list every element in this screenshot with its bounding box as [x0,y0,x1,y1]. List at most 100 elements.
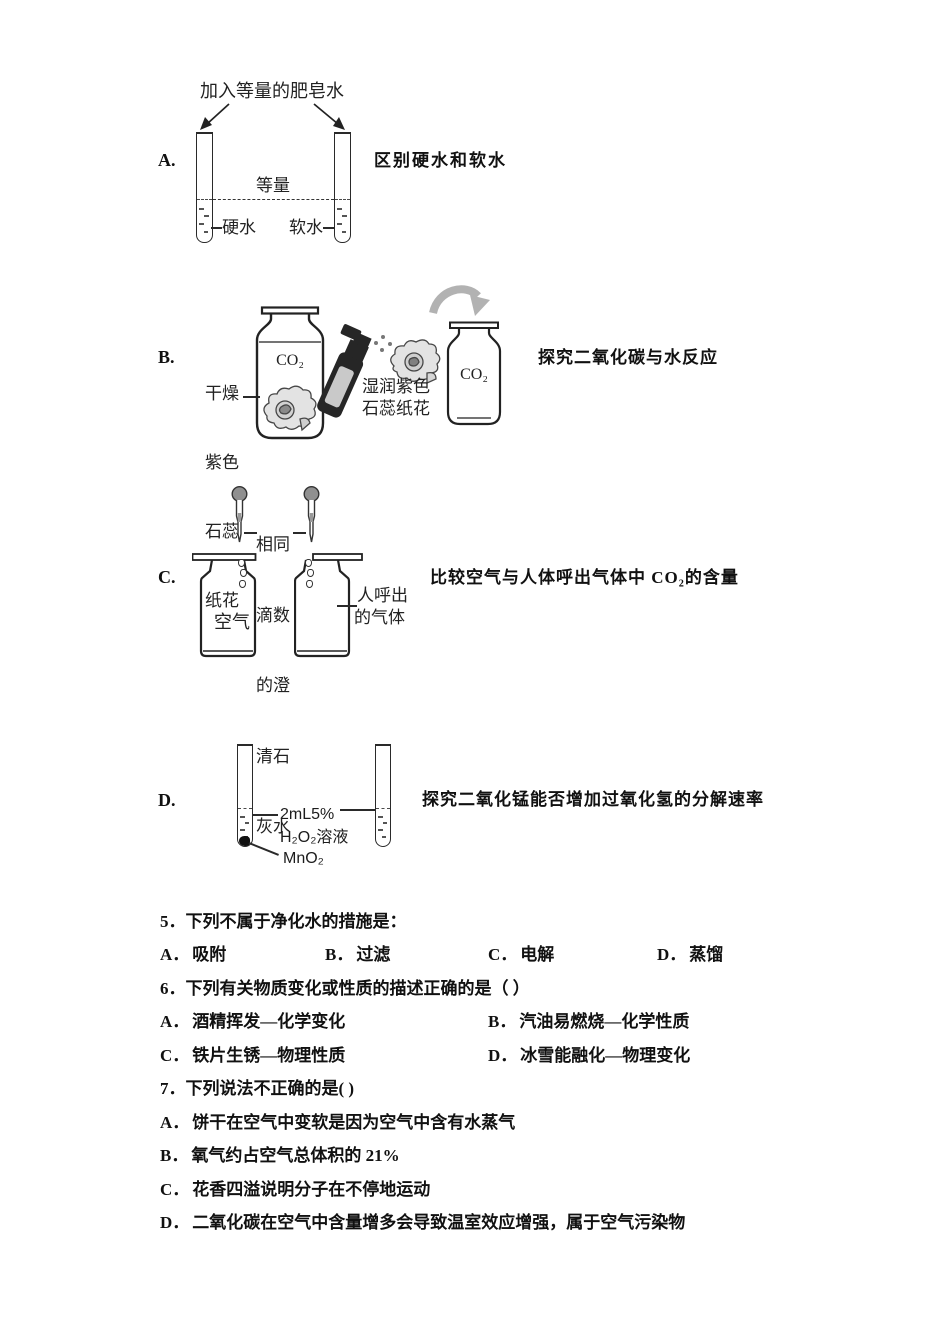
choice-label: A． [160,945,190,964]
choice-text: 过滤 [356,945,391,964]
mno2-powder [238,835,250,846]
option-a-label: A. [158,150,176,170]
choice-label: C． [160,1180,190,1199]
choice-text: 电解 [520,945,555,964]
spray-mist-dot [388,342,392,346]
option-c-label: C. [158,567,176,587]
limewater-label-line: 的澄 [256,676,290,695]
choice-text: 吸附 [192,945,227,964]
choice-label: C． [488,945,518,964]
limewater-droplet [306,580,313,588]
limewater-label-line: 清石 [256,746,290,766]
choice-label: D． [160,1213,190,1232]
test-tube-without-mno2 [375,744,391,847]
spray-mist-dot [374,341,378,345]
gas-bottle-co2-right [446,321,502,426]
choice-text: 饼干在空气中变软是因为空气中含有水蒸气 [192,1113,516,1132]
spray-mist-dot [380,348,384,352]
choice-label: A． [160,1113,190,1132]
question-7-stem: 7．下列说法不正确的是( ) [160,1078,354,1100]
test-tube-with-mno2 [237,744,253,847]
limewater-droplet [238,559,245,567]
question-text: 下列不属于净化水的措施是： [185,912,407,931]
gas-bottle-co2-left [255,306,325,440]
q7-choice-b: B．氧气约占空气总体积的 21% [160,1145,400,1167]
q5-choice-a: A．吸附 [160,944,226,966]
dry-litmus-flower-icon [263,385,317,432]
wet-flower-label-line1: 湿润紫色 [362,377,430,396]
wet-litmus-flower-icon [390,339,441,385]
exhaled-gas-leader-line [337,605,357,607]
equal-amount-label: 等量 [256,176,290,195]
right-tube-leader-line [340,809,375,811]
limewater-droplet [307,569,314,577]
question-5-stem: 5．下列不属于净化水的措施是： [160,911,407,933]
question-number: 7． [160,1079,186,1098]
volume-leader-line [252,814,278,816]
option-c-caption: 比较空气与人体呼出气体中 CO₂的含量 [430,568,739,587]
catalyst-label: MnO₂ [283,850,324,867]
option-a-caption: 区别硬水和软水 [374,151,507,170]
arrow-down-right-icon [313,103,345,130]
dropper-left-icon [231,486,248,543]
q6-choice-b: B．汽油易燃烧—化学性质 [488,1011,689,1033]
limewater-droplet [239,580,246,588]
choice-label: C． [160,1046,190,1065]
dropper-right-icon [303,486,320,543]
gas-bottle-exhaled [294,553,363,658]
q7-choice-a: A．饼干在空气中变软是因为空气中含有水蒸气 [160,1112,515,1134]
limewater-label-line: 相同 [256,535,290,554]
limewater-label-line: 灰水 [256,817,290,836]
option-d-label: D. [158,790,176,810]
option-b-label: B. [158,347,175,367]
dry-flower-label: 干燥 紫色 石蕊 纸花 [205,336,239,658]
q5-choice-b: B．过滤 [325,944,390,966]
arrow-down-left-icon [200,103,230,130]
option-d-caption: 探究二氧化锰能否增加过氧化氢的分解速率 [422,790,764,809]
dry-flower-leader-line [243,396,260,398]
choice-label: B． [160,1146,189,1165]
q6-choice-d: D．冰雪能融化—物理变化 [488,1045,690,1067]
hard-water-leader-line [211,227,222,229]
dry-flower-label-line: 石蕊 [205,522,239,541]
solution-label: H₂O₂溶液 [280,829,349,846]
choice-text: 汽油易燃烧—化学性质 [519,1012,690,1031]
choice-text: 冰雪能融化—物理变化 [520,1046,691,1065]
gas-bottle-air [192,553,257,658]
choice-text: 二氧化碳在空气中含量增多会导致温室效应增强，属于空气污染物 [192,1213,686,1232]
spray-bottle-icon [317,324,372,418]
q5-choice-c: C．电解 [488,944,554,966]
limewater-label: 相同 滴数 的澄 清石 灰水 [256,486,290,886]
option-b-caption: 探究二氧化碳与水反应 [538,348,718,367]
volume-label: 2mL5% [280,806,335,823]
choice-label: D． [657,945,687,964]
co2-gas-label-right: CO₂ [460,366,488,383]
question-text: 下列有关物质变化或性质的描述正确的是（ ） [185,979,530,998]
choice-text: 酒精挥发—化学变化 [192,1012,346,1031]
soft-water-leader-line [323,227,334,229]
curved-transfer-arrow-icon [429,285,490,316]
question-text: 下列说法不正确的是( ) [185,1079,355,1098]
choice-text: 铁片生锈—物理性质 [192,1046,346,1065]
soft-water-label: 软水 [289,218,323,237]
question-number: 5． [160,912,186,931]
limewater-label-line: 滴数 [256,605,290,625]
test-tube-soft-water [334,132,351,243]
choice-label: A． [160,1012,190,1031]
q7-choice-c: C．花香四溢说明分子在不停地运动 [160,1179,430,1201]
limewater-droplet [240,569,247,577]
question-number: 6． [160,979,186,998]
choice-label: B． [325,945,354,964]
dry-flower-label-line: 干燥 [205,384,239,403]
choice-label: B． [488,1012,517,1031]
choice-text: 花香四溢说明分子在不停地运动 [192,1180,431,1199]
q5-choice-d: D．蒸馏 [657,944,723,966]
hard-water-label: 硬水 [222,218,256,237]
exhaled-gas-label-line2: 的气体 [354,608,405,627]
wet-flower-label-line2: 石蕊纸花 [362,399,430,418]
soap-water-label: 加入等量的肥皂水 [200,81,344,101]
limewater-droplet [305,559,312,567]
dropper-connector-line-right [293,532,306,534]
choice-text: 蒸馏 [689,945,724,964]
